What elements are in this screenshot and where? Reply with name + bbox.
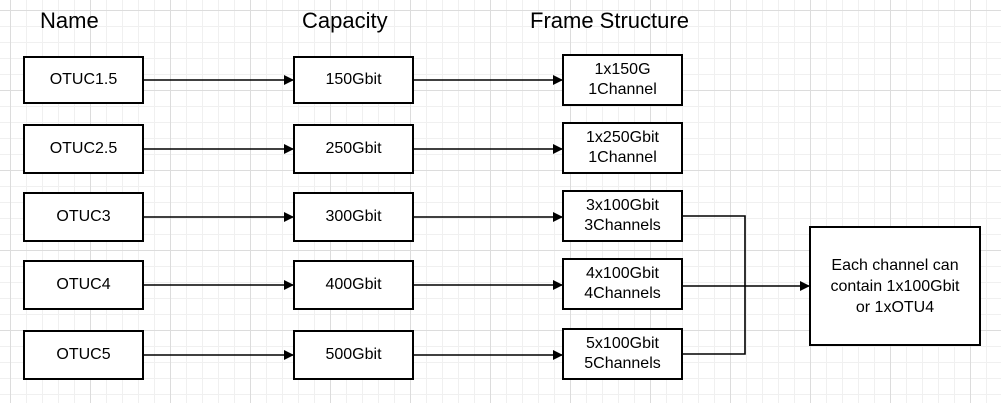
capacity-label: 250Gbit — [325, 140, 382, 157]
name-label: OTUC1.5 — [49, 71, 118, 88]
capacity-box-500[interactable]: 500Gbit — [293, 330, 414, 380]
note-line2: contain 1x100Gbit — [830, 277, 960, 295]
frame-line1: 5x100Gbit — [586, 335, 659, 352]
name-label: OTUC3 — [56, 208, 111, 225]
name-box-otuc4[interactable]: OTUC4 — [23, 260, 144, 310]
name-box-otuc1-5[interactable]: OTUC1.5 — [23, 56, 144, 104]
frame-line2: 1Channel — [588, 81, 657, 98]
name-label: OTUC5 — [56, 346, 111, 363]
note-line3: or 1xOTU4 — [855, 298, 935, 316]
capacity-box-150[interactable]: 150Gbit — [293, 56, 414, 104]
name-box-otuc5[interactable]: OTUC5 — [23, 330, 144, 380]
capacity-box-250[interactable]: 250Gbit — [293, 124, 414, 174]
note-line1: Each channel can — [831, 256, 959, 274]
capacity-label: 500Gbit — [325, 346, 382, 363]
header-name: Name — [40, 8, 99, 33]
name-box-otuc3[interactable]: OTUC3 — [23, 192, 144, 242]
frame-line2: 3Channels — [584, 217, 661, 234]
header-capacity: Capacity — [302, 8, 388, 33]
frame-line1: 4x100Gbit — [586, 265, 659, 282]
frame-box-row3[interactable]: 3x100Gbit 3Channels — [562, 190, 683, 242]
capacity-box-400[interactable]: 400Gbit — [293, 260, 414, 310]
frame-box-row2[interactable]: 1x250Gbit 1Channel — [562, 122, 683, 174]
header-frame-structure: Frame Structure — [530, 8, 689, 33]
capacity-label: 400Gbit — [325, 276, 382, 293]
name-label: OTUC4 — [56, 276, 111, 293]
frame-box-row4[interactable]: 4x100Gbit 4Channels — [562, 258, 683, 310]
bracket-connector — [683, 215, 746, 355]
capacity-box-300[interactable]: 300Gbit — [293, 192, 414, 242]
frame-line2: 1Channel — [588, 149, 657, 166]
name-label: OTUC2.5 — [49, 140, 118, 157]
frame-box-row5[interactable]: 5x100Gbit 5Channels — [562, 328, 683, 380]
name-box-otuc2-5[interactable]: OTUC2.5 — [23, 124, 144, 174]
capacity-label: 300Gbit — [325, 208, 382, 225]
frame-line2: 4Channels — [584, 285, 661, 302]
frame-line1: 1x150G — [594, 61, 651, 78]
frame-line1: 3x100Gbit — [586, 197, 659, 214]
capacity-label: 150Gbit — [325, 71, 382, 88]
frame-line1: 1x250Gbit — [586, 129, 659, 146]
frame-line2: 5Channels — [584, 355, 661, 372]
frame-box-row1[interactable]: 1x150G 1Channel — [562, 54, 683, 106]
channel-note-box[interactable]: Each channel can contain 1x100Gbit or 1x… — [809, 226, 981, 346]
